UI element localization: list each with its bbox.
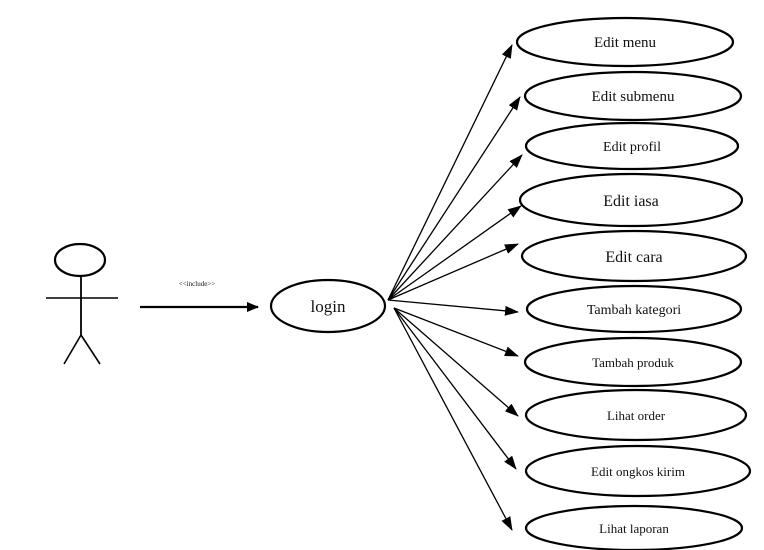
usecase-label-edit-menu: Edit menu — [594, 35, 657, 51]
include-stereotype-label: <<include>> — [179, 280, 215, 288]
association-lines — [387, 44, 523, 531]
usecase-ellipse-lihat-order[interactable] — [524, 388, 748, 442]
association-line-tambah-produk — [393, 307, 519, 357]
usecase-ellipse-edit-jasa[interactable] — [518, 172, 744, 228]
usecase-label-edit-submenu: Edit submenu — [592, 89, 675, 105]
include-relationship: <<include>> — [140, 280, 259, 312]
usecase-ellipse-tambah-kategori[interactable] — [525, 284, 743, 334]
usecase-label-edit-jasa: Edit iasa — [603, 193, 659, 210]
login-usecase[interactable]: login — [269, 278, 387, 334]
usecase-ellipse-lihat-laporan[interactable] — [524, 504, 744, 550]
usecase-edit-cara[interactable]: Edit cara — [520, 229, 748, 283]
association-line-tambah-kategori — [387, 299, 519, 316]
usecase-label-tambah-kategori: Tambah kategori — [587, 303, 681, 318]
usecase-edit-menu[interactable]: Edit menu — [515, 16, 735, 68]
usecase-ellipse-edit-ongkos-kirim[interactable] — [524, 444, 752, 498]
actor-left-leg — [63, 334, 82, 365]
usecase-label-edit-cara: Edit cara — [605, 249, 662, 266]
usecase-ellipse-edit-profil[interactable] — [524, 121, 740, 171]
usecase-label-edit-profil: Edit profil — [603, 140, 661, 155]
usecase-label-lihat-order: Lihat order — [607, 408, 666, 423]
usecase-label-tambah-produk: Tambah produk — [592, 355, 674, 370]
usecase-ellipse-tambah-produk[interactable] — [523, 336, 743, 388]
association-line-lihat-order — [393, 307, 519, 417]
actor-right-leg — [80, 334, 101, 365]
usecase-ellipse-edit-cara[interactable] — [520, 229, 748, 283]
usecase-edit-jasa[interactable]: Edit iasa — [518, 172, 744, 228]
usecase-edit-ongkos-kirim[interactable]: Edit ongkos kirim — [524, 444, 752, 498]
login-label: login — [311, 297, 346, 316]
usecase-ellipse-edit-submenu[interactable] — [523, 70, 743, 122]
association-line-edit-submenu — [387, 96, 521, 301]
usecase-tambah-produk[interactable]: Tambah produk — [523, 336, 743, 388]
association-line-edit-cara — [387, 243, 519, 301]
usecase-edit-submenu[interactable]: Edit submenu — [523, 70, 743, 122]
association-line-edit-jasa — [387, 205, 522, 301]
actor-figure — [46, 242, 118, 365]
usecase-lihat-laporan[interactable]: Lihat laporan — [524, 504, 744, 550]
usecase-edit-profil[interactable]: Edit profil — [524, 121, 740, 171]
association-line-edit-profil — [387, 154, 523, 301]
association-line-edit-ongkos-kirim — [393, 307, 517, 470]
actor-head — [53, 242, 107, 278]
association-line-lihat-laporan — [393, 307, 513, 531]
association-line-edit-menu — [387, 44, 513, 301]
usecase-tambah-kategori[interactable]: Tambah kategori — [525, 284, 743, 334]
usecase-lihat-order[interactable]: Lihat order — [524, 388, 748, 442]
usecase-ellipse-edit-menu[interactable] — [515, 16, 735, 68]
usecase-label-edit-ongkos-kirim: Edit ongkos kirim — [591, 464, 685, 479]
usecase-label-lihat-laporan: Lihat laporan — [599, 521, 669, 536]
login-ellipse[interactable] — [269, 278, 387, 334]
